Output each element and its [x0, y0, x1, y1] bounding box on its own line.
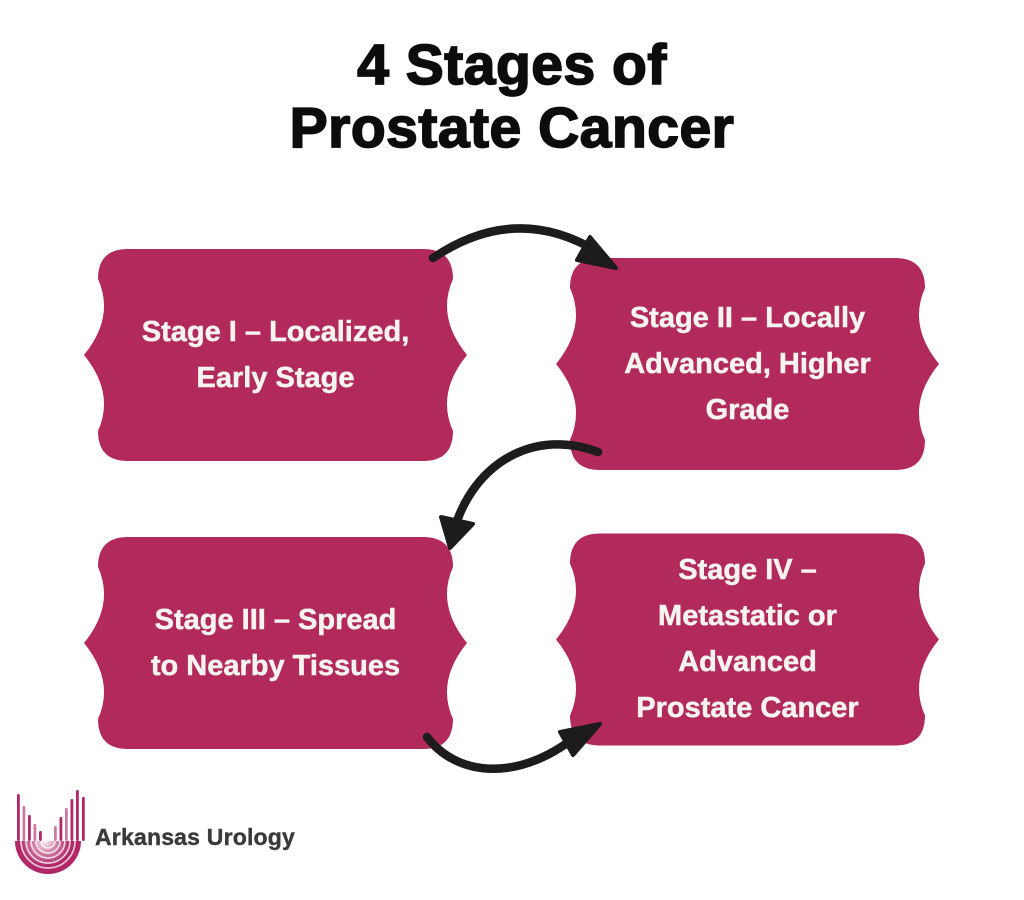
stage-card-1-shape — [84, 249, 467, 461]
stage-card-2: Stage II – Locally Advanced, Higher Grad… — [556, 258, 939, 470]
stage-card-4-shape — [556, 533, 939, 746]
stage-card-1-label: Stage I – Localized, Early Stage — [141, 316, 410, 395]
brand-logo: Arkansas Urology — [0, 780, 340, 890]
logo-bars — [17, 790, 85, 841]
stage-card-4-label: Stage IV – Metastatic or Advanced Prosta… — [636, 554, 859, 725]
title-line-2: Prostate Cancer — [289, 96, 735, 161]
stage-card-3: Stage III – Spread to Nearby Tissues — [84, 537, 467, 749]
stage-card-3-shape — [84, 537, 467, 749]
stage-card-2-shape — [556, 258, 939, 470]
stage-card-3-label: Stage III – Spread to Nearby Tissues — [150, 604, 401, 683]
title-line-1: 4 Stages of — [356, 33, 667, 98]
page-title: 4 Stages of Prostate Cancer — [0, 33, 1024, 161]
brand-logo-text: Arkansas Urology — [95, 824, 296, 850]
stage-card-2-label: Stage II – Locally Advanced, Higher Grad… — [624, 302, 871, 427]
logo-dome — [15, 841, 81, 874]
stage-card-1: Stage I – Localized, Early Stage — [84, 249, 467, 461]
arkansas-urology-logo-icon — [15, 790, 85, 874]
stage-card-4: Stage IV – Metastatic or Advanced Prosta… — [556, 533, 939, 746]
